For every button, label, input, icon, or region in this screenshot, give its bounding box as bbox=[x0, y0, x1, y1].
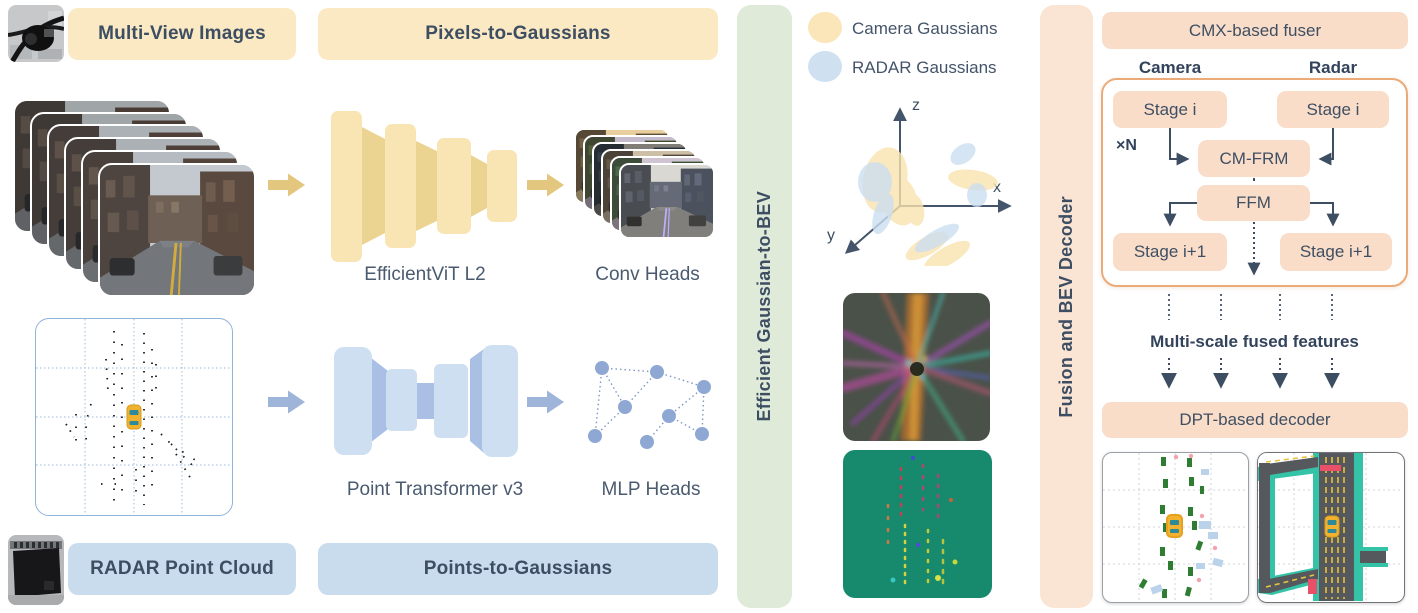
ffm-box: FFM bbox=[1197, 185, 1310, 221]
ego-car-icon bbox=[1324, 515, 1340, 538]
radar-flow-arrow-icon bbox=[527, 389, 565, 415]
conv-heads-label: Conv Heads bbox=[595, 264, 700, 285]
camera-flow-arrow-icon bbox=[527, 172, 565, 198]
multiscale-features-label: Multi-scale fused features bbox=[1150, 332, 1359, 351]
y-axis-label: y bbox=[827, 227, 835, 244]
stage-i-radar-box: Stage i bbox=[1277, 91, 1389, 128]
radar-gaussian-blobs bbox=[858, 143, 987, 253]
cmx-fuser-banner: CMX-based fuser bbox=[1102, 12, 1408, 49]
points-to-gaussians-label: Points-to-Gaussians bbox=[423, 558, 613, 579]
radar-point-cloud-banner: RADAR Point Cloud bbox=[68, 543, 296, 595]
cm-frm-box: CM-FRM bbox=[1198, 140, 1310, 177]
dpt-decoder-banner: DPT-based decoder bbox=[1102, 402, 1408, 438]
feature-image-front bbox=[619, 163, 715, 239]
radar-gaussian-swatch bbox=[808, 51, 842, 82]
stage-i1-radar-box: Stage i+1 bbox=[1280, 233, 1392, 271]
camera-gaussian-swatch bbox=[808, 12, 842, 43]
repeat-n-label: ×N bbox=[1116, 137, 1137, 154]
gaussians-3d-plot: z x y bbox=[815, 88, 1025, 266]
street-image-front bbox=[98, 162, 256, 297]
stage-i-camera-box: Stage i bbox=[1113, 91, 1227, 128]
multi-view-image-stack bbox=[10, 99, 260, 299]
fusion-bev-decoder-banner: Fusion and BEV Decoder bbox=[1040, 5, 1093, 608]
pixels-to-gaussians-label: Pixels-to-Gaussians bbox=[425, 23, 611, 44]
radar-point-cloud-plot bbox=[35, 318, 233, 516]
stage-i1-camera-label: Stage i+1 bbox=[1133, 242, 1207, 261]
z-axis-label: z bbox=[912, 97, 920, 114]
gaussian-to-bev-label: Efficient Gaussian-to-BEV bbox=[754, 191, 774, 422]
ego-car-icon bbox=[126, 404, 142, 430]
radar-device-photo bbox=[8, 535, 64, 605]
point-transformer-shape bbox=[330, 343, 520, 461]
points-to-gaussians-banner: Points-to-Gaussians bbox=[318, 543, 718, 595]
cmx-fuser-label: CMX-based fuser bbox=[1188, 20, 1322, 40]
stage-i1-radar-label: Stage i+1 bbox=[1299, 242, 1373, 261]
conv-heads-stack bbox=[574, 128, 719, 240]
ego-car-icon bbox=[1166, 514, 1183, 538]
ffm-label: FFM bbox=[1236, 193, 1271, 212]
bev-map-output bbox=[1257, 452, 1405, 603]
point-transformer-label: Point Transformer v3 bbox=[346, 479, 524, 500]
gaussian-to-bev-banner: Efficient Gaussian-to-BEV bbox=[737, 5, 792, 608]
stage-i-camera-label: Stage i bbox=[1143, 99, 1197, 119]
pixels-to-gaussians-banner: Pixels-to-Gaussians bbox=[318, 8, 718, 60]
radar-point-cloud-label: RADAR Point Cloud bbox=[90, 558, 274, 579]
mlp-heads-graph bbox=[585, 352, 717, 452]
multi-view-images-label: Multi-View Images bbox=[98, 23, 266, 44]
radar-column-header: Radar bbox=[1308, 58, 1358, 77]
cm-frm-label: CM-FRM bbox=[1219, 148, 1289, 168]
efficientvit-label: EfficientViT L2 bbox=[364, 264, 486, 285]
camera-gaussians-legend: Camera Gaussians bbox=[852, 19, 998, 38]
multi-view-images-banner: Multi-View Images bbox=[68, 8, 296, 60]
camera-column-header: Camera bbox=[1138, 58, 1202, 77]
bev-detection-output bbox=[1102, 452, 1249, 603]
radar-bev-feature-image bbox=[843, 450, 992, 598]
x-axis-label: x bbox=[993, 179, 1001, 196]
fusion-bev-decoder-label: Fusion and BEV Decoder bbox=[1056, 195, 1076, 418]
dpt-decoder-label: DPT-based decoder bbox=[1179, 410, 1331, 429]
radar-gaussians-legend: RADAR Gaussians bbox=[852, 58, 997, 77]
efficientvit-encoder-shape bbox=[327, 108, 517, 265]
camera-bev-feature-image bbox=[843, 293, 990, 441]
camera-flow-arrow-icon bbox=[268, 172, 306, 198]
radar-flow-arrow-icon bbox=[268, 389, 306, 415]
stage-i-radar-label: Stage i bbox=[1306, 99, 1360, 119]
stage-i1-camera-box: Stage i+1 bbox=[1113, 233, 1227, 271]
mlp-heads-label: MLP Heads bbox=[601, 479, 701, 500]
multiscale-connectors bbox=[1101, 292, 1408, 400]
camera-device-photo bbox=[8, 5, 64, 62]
